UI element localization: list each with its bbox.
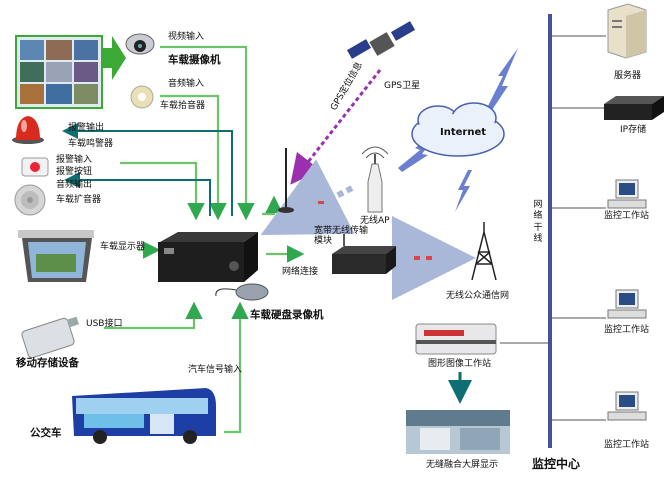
graphics-workstation-label: 图形图像工作站	[428, 359, 492, 369]
cell-tower-icon	[471, 222, 497, 281]
backbone-branches	[500, 35, 606, 421]
audio-output-label: 音频输出	[56, 180, 93, 190]
mouse-icon	[215, 283, 269, 301]
pickup-icon	[130, 85, 154, 109]
vehicle-pickup-label: 车载拾音器	[160, 101, 206, 111]
wireless-module-label: 宽带无线传输模块	[314, 226, 369, 247]
workstation-icon-2	[607, 289, 647, 319]
vehicle-signal-label: 汽车信号输入	[188, 365, 243, 375]
alarm-output-label: 报警输出	[68, 123, 105, 133]
output-arrows	[62, 123, 233, 216]
graphics-workstation-icon	[415, 323, 497, 355]
usb-drive-icon	[21, 316, 79, 359]
gps-arrow	[290, 69, 382, 185]
monitor-ws-label-3: 监控工作站	[604, 440, 650, 450]
vehicle-camera-label: 车载摄像机	[168, 54, 221, 66]
wireless-ap-icon	[361, 146, 389, 213]
satellite-icon	[346, 21, 416, 59]
green-arrows	[104, 45, 305, 434]
wireless-dots	[318, 201, 432, 260]
monitoring-center-label: 监控中心	[532, 457, 581, 471]
workstation-icon-1	[607, 179, 647, 209]
dvr-label: 车载硬盘录像机	[250, 309, 324, 321]
dvr-icon	[158, 232, 258, 282]
alarm-input-label: 报警输入	[56, 155, 93, 165]
internet-label: Internet	[440, 127, 487, 138]
vehicle-speaker-label: 车载扩音器	[56, 195, 102, 205]
video-input-label: 视频输入	[168, 32, 205, 42]
alarm-button-icon	[21, 157, 49, 177]
usb-port-label: USB接口	[86, 319, 123, 329]
bus-label: 公交车	[30, 427, 62, 439]
server-label: 服务器	[614, 71, 642, 81]
car-display-icon	[18, 230, 94, 282]
siren-icon	[12, 116, 44, 144]
network-connection-label: 网络连接	[282, 267, 319, 277]
monitor-ws-label-1: 监控工作站	[604, 211, 650, 221]
public-network-label: 无线公众通信网	[446, 291, 510, 301]
monitor-ws-label-2: 监控工作站	[604, 325, 650, 335]
ip-storage-label: IP存储	[620, 125, 647, 135]
ip-storage-icon	[604, 96, 664, 120]
speaker-icon	[14, 184, 46, 216]
mobile-storage-label: 移动存储设备	[16, 357, 79, 369]
camera-montage	[15, 35, 103, 109]
server-icon	[607, 3, 647, 59]
alarm-button-label: 报警按钮	[56, 167, 93, 177]
camera-arrow	[100, 36, 126, 80]
display-wall-icon	[406, 410, 510, 454]
vehicle-display-label: 车载显示器	[100, 242, 146, 252]
dome-camera-icon	[125, 33, 155, 55]
wireless-ap-label: 无线AP	[360, 216, 390, 226]
workstation-icon-3	[607, 391, 647, 421]
dvr-antenna-icon	[278, 148, 294, 213]
internet-cloud-icon	[411, 102, 505, 157]
display-wall-label: 无缝融合大屏显示	[426, 460, 499, 470]
bus-icon	[72, 388, 216, 444]
backbone-label: 网络干线	[533, 200, 543, 244]
gps-satellite-label: GPS卫星	[384, 81, 421, 91]
audio-input-label: 音频输入	[168, 79, 205, 89]
wireless-module-icon	[332, 234, 396, 274]
vehicle-siren-label: 车载鸣警器	[68, 139, 114, 149]
